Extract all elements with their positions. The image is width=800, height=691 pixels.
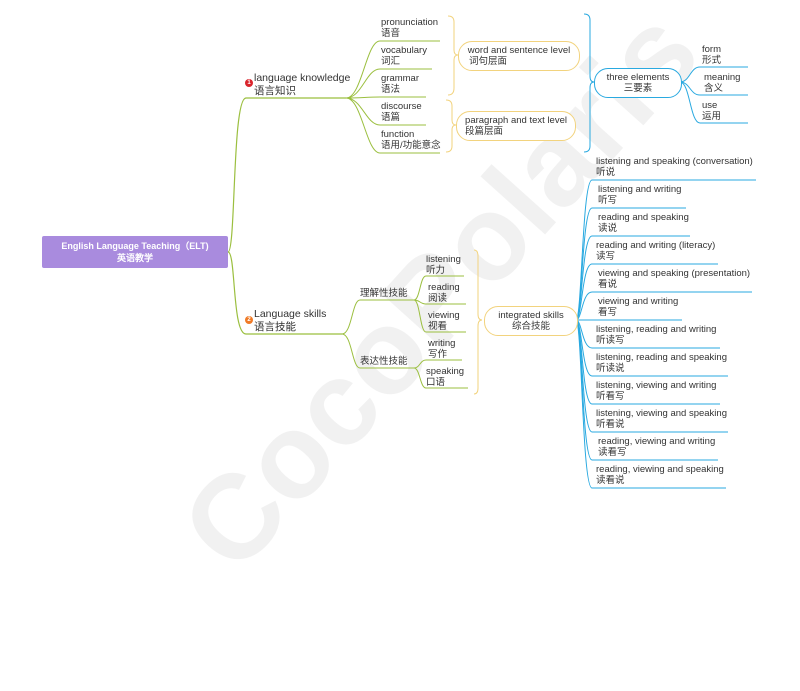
paragraph-level-node[interactable]: paragraph and text level 段篇层面: [456, 111, 576, 141]
integrated-skills-node[interactable]: integrated skills 综合技能: [484, 306, 578, 336]
three-elements-node[interactable]: three elements 三要素: [594, 68, 682, 98]
skills-label-en: Language skills: [254, 308, 327, 320]
combo-item[interactable]: viewing and speaking (presentation)看说: [598, 268, 751, 290]
root-label-zh: 英语教学: [116, 253, 153, 263]
root-label-en: English Language Teaching（ELT): [61, 241, 209, 251]
priority-2-icon: 2: [245, 316, 253, 324]
word-level-node[interactable]: word and sentence level 词句层面: [458, 41, 580, 71]
productive-skills-node[interactable]: 表达性技能: [360, 356, 408, 367]
combo-item[interactable]: reading and writing (literacy)读写: [596, 240, 716, 262]
receptive-skills-node[interactable]: 理解性技能: [360, 288, 408, 299]
knowledge-label-en: language knowledge: [254, 72, 351, 84]
knowledge-node[interactable]: language knowledge 语言知识: [254, 72, 350, 98]
root-node[interactable]: English Language Teaching（ELT) 英语教学: [42, 236, 228, 268]
knowledge-label-zh: 语言知识: [254, 85, 296, 97]
combo-item[interactable]: listening and speaking (conversation)听说: [596, 156, 753, 178]
skills-label-zh: 语言技能: [254, 321, 296, 333]
skills-node[interactable]: Language skills 语言技能: [254, 308, 326, 334]
priority-1-icon: 1: [245, 79, 253, 87]
